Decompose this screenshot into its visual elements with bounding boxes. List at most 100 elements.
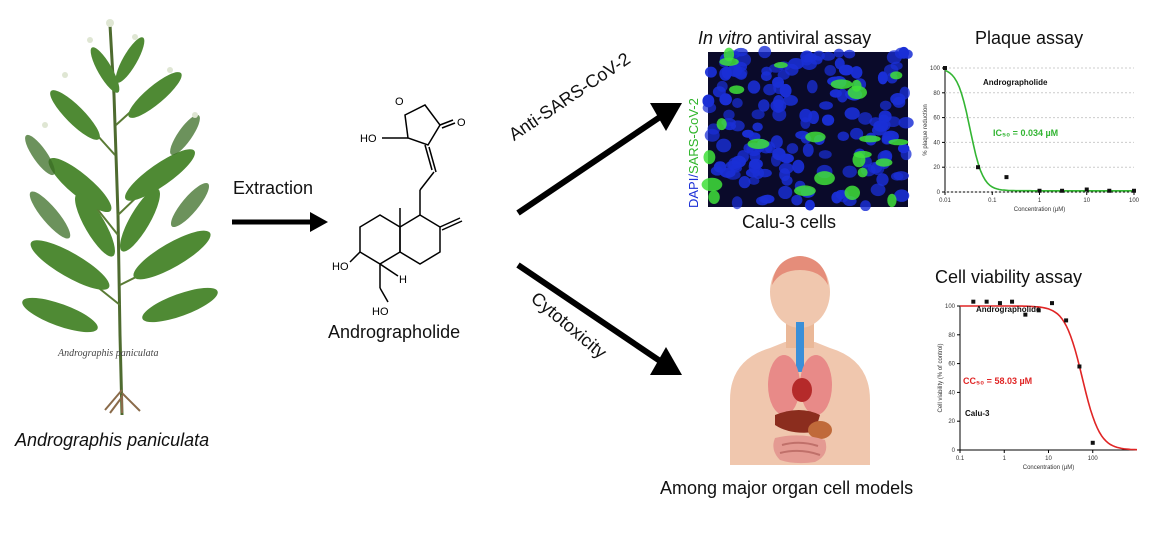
nucleus <box>779 83 792 98</box>
nucleus <box>834 57 845 70</box>
nucleus <box>837 131 849 141</box>
nucleus <box>843 49 856 59</box>
nucleus <box>747 80 761 94</box>
y-tick-label: 20 <box>933 165 940 171</box>
compound-annotation: Andrographolide <box>983 78 1048 87</box>
y-tick-label: 0 <box>937 190 941 196</box>
nucleus <box>800 50 814 63</box>
nucleus <box>704 66 717 78</box>
nucleus <box>756 196 769 206</box>
nucleus <box>833 48 844 58</box>
infected-cell <box>830 79 853 90</box>
infected-cell <box>888 138 909 146</box>
nucleus <box>772 107 787 122</box>
y-tick-label: 40 <box>933 140 940 146</box>
compound-name: Andrographolide <box>328 322 461 342</box>
infected-cell <box>701 177 723 192</box>
y-tick-label: 60 <box>933 116 940 122</box>
atom-label: HO <box>360 133 377 145</box>
nucleus <box>898 116 914 129</box>
extraction-arrow <box>232 212 328 232</box>
infected-cell <box>859 135 881 143</box>
extraction-label: Extraction <box>233 178 314 198</box>
x-axis-label: Concentration (µM) <box>1023 465 1074 471</box>
y-tick-label: 40 <box>948 390 955 396</box>
nucleus <box>876 173 889 186</box>
data-point <box>1084 187 1089 192</box>
data-point <box>1132 188 1136 193</box>
atom-label: HO <box>372 306 389 318</box>
nucleus <box>824 65 836 76</box>
y-tick-label: 100 <box>945 304 956 310</box>
cell-line-annotation: Calu-3 <box>965 409 990 418</box>
nucleus <box>785 63 799 76</box>
nucleus <box>752 122 763 132</box>
infected-cell <box>844 185 861 201</box>
nucleus <box>751 109 765 120</box>
nucleus <box>702 94 715 108</box>
x-tick-label: 0.01 <box>939 198 951 204</box>
cytotoxicity-arrow <box>516 262 682 375</box>
nucleus <box>829 89 842 98</box>
y-tick-label: 20 <box>948 419 955 425</box>
x-tick-label: 100 <box>1129 198 1140 204</box>
nucleus <box>858 112 873 125</box>
x-axis-label: Concentration (µM) <box>1014 207 1065 213</box>
infected-cell <box>851 79 862 92</box>
nucleus <box>763 83 777 96</box>
x-tick-label: 10 <box>1045 456 1052 462</box>
x-tick-label: 0.1 <box>956 456 965 462</box>
nucleus <box>819 101 833 110</box>
data-point <box>971 299 976 304</box>
fit-curve <box>960 305 1138 451</box>
nucleus <box>791 194 803 206</box>
andrographolide-structure: O O HO HO H HO <box>332 96 466 318</box>
nucleus <box>894 189 910 202</box>
x-tick-label: 1 <box>1003 456 1007 462</box>
infected-cell <box>729 85 745 94</box>
x-tick-label: 100 <box>1088 456 1099 462</box>
nucleus <box>710 166 724 176</box>
data-point <box>1010 299 1015 304</box>
nucleus <box>818 150 832 159</box>
x-tick-label: 1 <box>1038 198 1042 204</box>
infected-cell <box>814 171 835 186</box>
nucleus <box>758 99 770 112</box>
nucleus <box>831 191 842 204</box>
potency-annotation: CC₅₀ = 58.03 µM <box>963 376 1032 386</box>
nucleus <box>804 199 815 211</box>
nucleus <box>860 200 871 212</box>
data-point <box>1004 175 1009 180</box>
nucleus <box>770 153 782 167</box>
nucleus <box>897 143 910 154</box>
nucleus <box>885 116 901 128</box>
data-point <box>943 66 947 70</box>
infected-cell <box>805 131 826 143</box>
data-point <box>1050 301 1055 306</box>
nucleus <box>758 45 772 59</box>
nucleus <box>745 168 761 178</box>
infected-cell <box>703 150 716 165</box>
specimen-label: Andrographis paniculata <box>58 348 159 359</box>
data-point <box>1060 188 1065 193</box>
viability-chart-title: Cell viability assay <box>935 267 1083 287</box>
nucleus <box>799 108 813 123</box>
infected-cell <box>716 118 727 131</box>
nucleus <box>749 158 763 170</box>
nucleus <box>732 66 748 79</box>
potency-annotation: IC₅₀ = 0.034 µM <box>993 128 1058 138</box>
nucleus <box>850 66 863 79</box>
plant-illustration <box>10 15 218 416</box>
nucleus <box>877 71 888 85</box>
nucleus <box>802 143 814 157</box>
nucleus <box>783 95 798 106</box>
body-caption: Among major organ cell models <box>660 478 914 498</box>
infected-cell <box>853 150 872 158</box>
data-point <box>1023 312 1028 317</box>
nucleus <box>716 80 728 92</box>
nucleus <box>870 183 886 197</box>
nucleus <box>731 196 743 210</box>
atom-label: O <box>395 96 404 108</box>
nucleus <box>844 107 860 120</box>
nucleus <box>879 100 892 111</box>
